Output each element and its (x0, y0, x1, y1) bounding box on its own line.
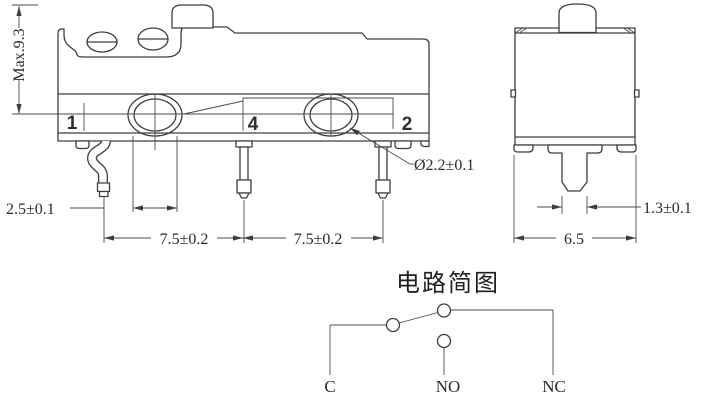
end-foot-right (616, 144, 637, 153)
arrow-left (104, 235, 114, 241)
side-tab-left (510, 89, 517, 98)
dim-terminal-width: 1.3±0.1 (643, 200, 692, 217)
bent-terminal-tip (96, 182, 111, 193)
foot-left (75, 140, 90, 150)
end-foot-left (513, 144, 534, 153)
plunger-button (171, 4, 214, 29)
terminal-label-nc: NC (542, 377, 566, 396)
pin-number-4: 4 (248, 114, 259, 135)
end-terminal (547, 144, 603, 192)
dim-max-height: Max.9.3 (11, 28, 28, 81)
arrow-left (133, 205, 143, 211)
dim-hole-width: 2.5±0.1 (6, 201, 55, 218)
corner-bevel-right (627, 28, 635, 33)
arrow-right (233, 235, 243, 241)
end-body-outline (514, 27, 636, 146)
pin-number-1: 1 (67, 113, 78, 134)
circuit-title: 电路简图 (396, 269, 500, 297)
dim-body-depth: 6.5 (564, 231, 584, 248)
terminal-label-c: C (324, 377, 335, 396)
bent-terminal-body (88, 140, 110, 183)
arrow-right (626, 235, 636, 241)
terminal-middle (235, 140, 253, 199)
contact-no (436, 333, 452, 349)
hole-dia-leader (349, 127, 411, 165)
side-view: 1 4 2 (57, 4, 430, 199)
arrow-right (167, 205, 177, 211)
arrow-up (16, 6, 22, 16)
arrow-to-hole (350, 128, 360, 136)
side-tab-right (633, 89, 640, 98)
arrow-left (514, 235, 524, 241)
dim-pitch-left: 7.5±0.2 (160, 231, 209, 248)
arrow-right (552, 204, 562, 210)
arrow-left (587, 204, 597, 210)
bracket-leader-line (183, 100, 244, 115)
corner-bevel-left2 (519, 28, 527, 33)
terminal-right (374, 140, 392, 199)
circuit-diagram: 电路简图 C NO NC (324, 269, 565, 396)
arrow-right (373, 235, 383, 241)
arrow-left (243, 235, 253, 241)
pin-number-2: 2 (402, 114, 413, 135)
dimension-annotations: Max.9.3 2.5±0.1 7.5±0.2 7.5±0.2 Ø2.2±0.1 (6, 4, 692, 248)
switch-blade (398, 312, 439, 324)
corner-bevel-right2 (623, 28, 631, 33)
bent-terminal-tip-end (98, 190, 109, 198)
switch-body-outline (57, 26, 430, 142)
foot-right (394, 140, 412, 150)
terminal-label-no: NO (436, 377, 461, 396)
foot-corner (420, 140, 430, 148)
plunger-button-end (558, 3, 597, 34)
dim-hole-diameter: Ø2.2±0.1 (414, 157, 474, 174)
end-view (510, 3, 640, 192)
arrow-down (16, 104, 22, 114)
corner-bevel-left (515, 28, 523, 33)
dim-pitch-right: 7.5±0.2 (294, 231, 343, 248)
contact-nc (436, 303, 452, 318)
pin-label-bracket (242, 97, 394, 131)
contact-common (385, 317, 401, 333)
